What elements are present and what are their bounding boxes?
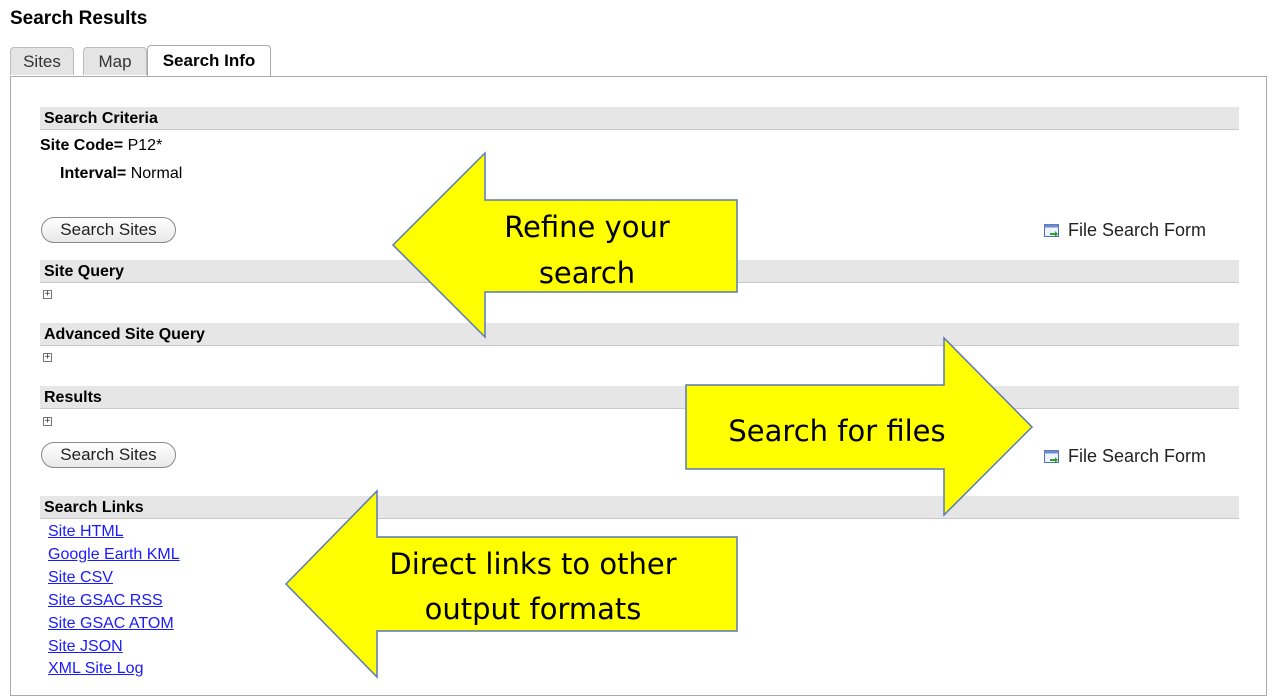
expand-results-icon[interactable]: + — [43, 416, 52, 426]
interval-label: Interval= — [60, 165, 127, 182]
search-files-arrow — [685, 336, 1034, 517]
refine-search-arrow — [391, 151, 738, 339]
site-code-label: Site Code= — [40, 137, 124, 154]
tab-sites[interactable]: Sites — [10, 47, 74, 75]
page-title: Search Results — [10, 8, 148, 29]
file-search-form-label: File Search Form — [1068, 446, 1207, 466]
link-site-json[interactable]: Site JSON — [48, 637, 123, 655]
refine-search-text-1: Refine your — [504, 210, 670, 244]
search-links-list: Site HTML Google Earth KML Site CSV Site… — [48, 521, 180, 681]
file-search-form-link-top[interactable]: File Search Form — [1044, 220, 1206, 241]
file-search-form-label: File Search Form — [1068, 220, 1207, 240]
search-criteria-header: Search Criteria — [40, 107, 1239, 130]
tab-map[interactable]: Map — [83, 47, 147, 75]
expand-advanced-site-query-icon[interactable]: + — [43, 352, 52, 362]
expand-site-query-icon[interactable]: + — [43, 289, 52, 299]
form-arrow-icon — [1044, 449, 1059, 463]
link-xml-site-log[interactable]: XML Site Log — [48, 660, 144, 678]
site-code-criterion: Site Code= P12* — [40, 137, 162, 155]
link-site-gsac-atom[interactable]: Site GSAC ATOM — [48, 614, 174, 632]
form-arrow-icon — [1044, 223, 1059, 237]
refine-search-text-2: search — [539, 256, 635, 290]
interval-criterion: Interval= Normal — [60, 165, 182, 183]
link-site-html[interactable]: Site HTML — [48, 523, 124, 540]
site-code-value: P12* — [127, 137, 163, 154]
link-google-earth-kml[interactable]: Google Earth KML — [48, 545, 180, 563]
search-links-header: Search Links — [40, 496, 1239, 519]
interval-value: Normal — [130, 165, 183, 182]
file-search-form-link-bottom[interactable]: File Search Form — [1044, 446, 1206, 467]
direct-links-arrow — [284, 489, 738, 679]
direct-links-text-1: Direct links to other — [389, 547, 676, 581]
search-sites-button-bottom[interactable]: Search Sites — [41, 442, 176, 468]
tab-search-info[interactable]: Search Info — [147, 45, 271, 76]
search-sites-button-top[interactable]: Search Sites — [41, 217, 176, 243]
link-site-gsac-rss[interactable]: Site GSAC RSS — [48, 591, 163, 609]
advanced-site-query-header: Advanced Site Query — [40, 323, 1239, 346]
direct-links-text-2: output formats — [425, 592, 642, 626]
search-files-text: Search for files — [728, 414, 945, 448]
link-site-csv[interactable]: Site CSV — [48, 568, 113, 586]
